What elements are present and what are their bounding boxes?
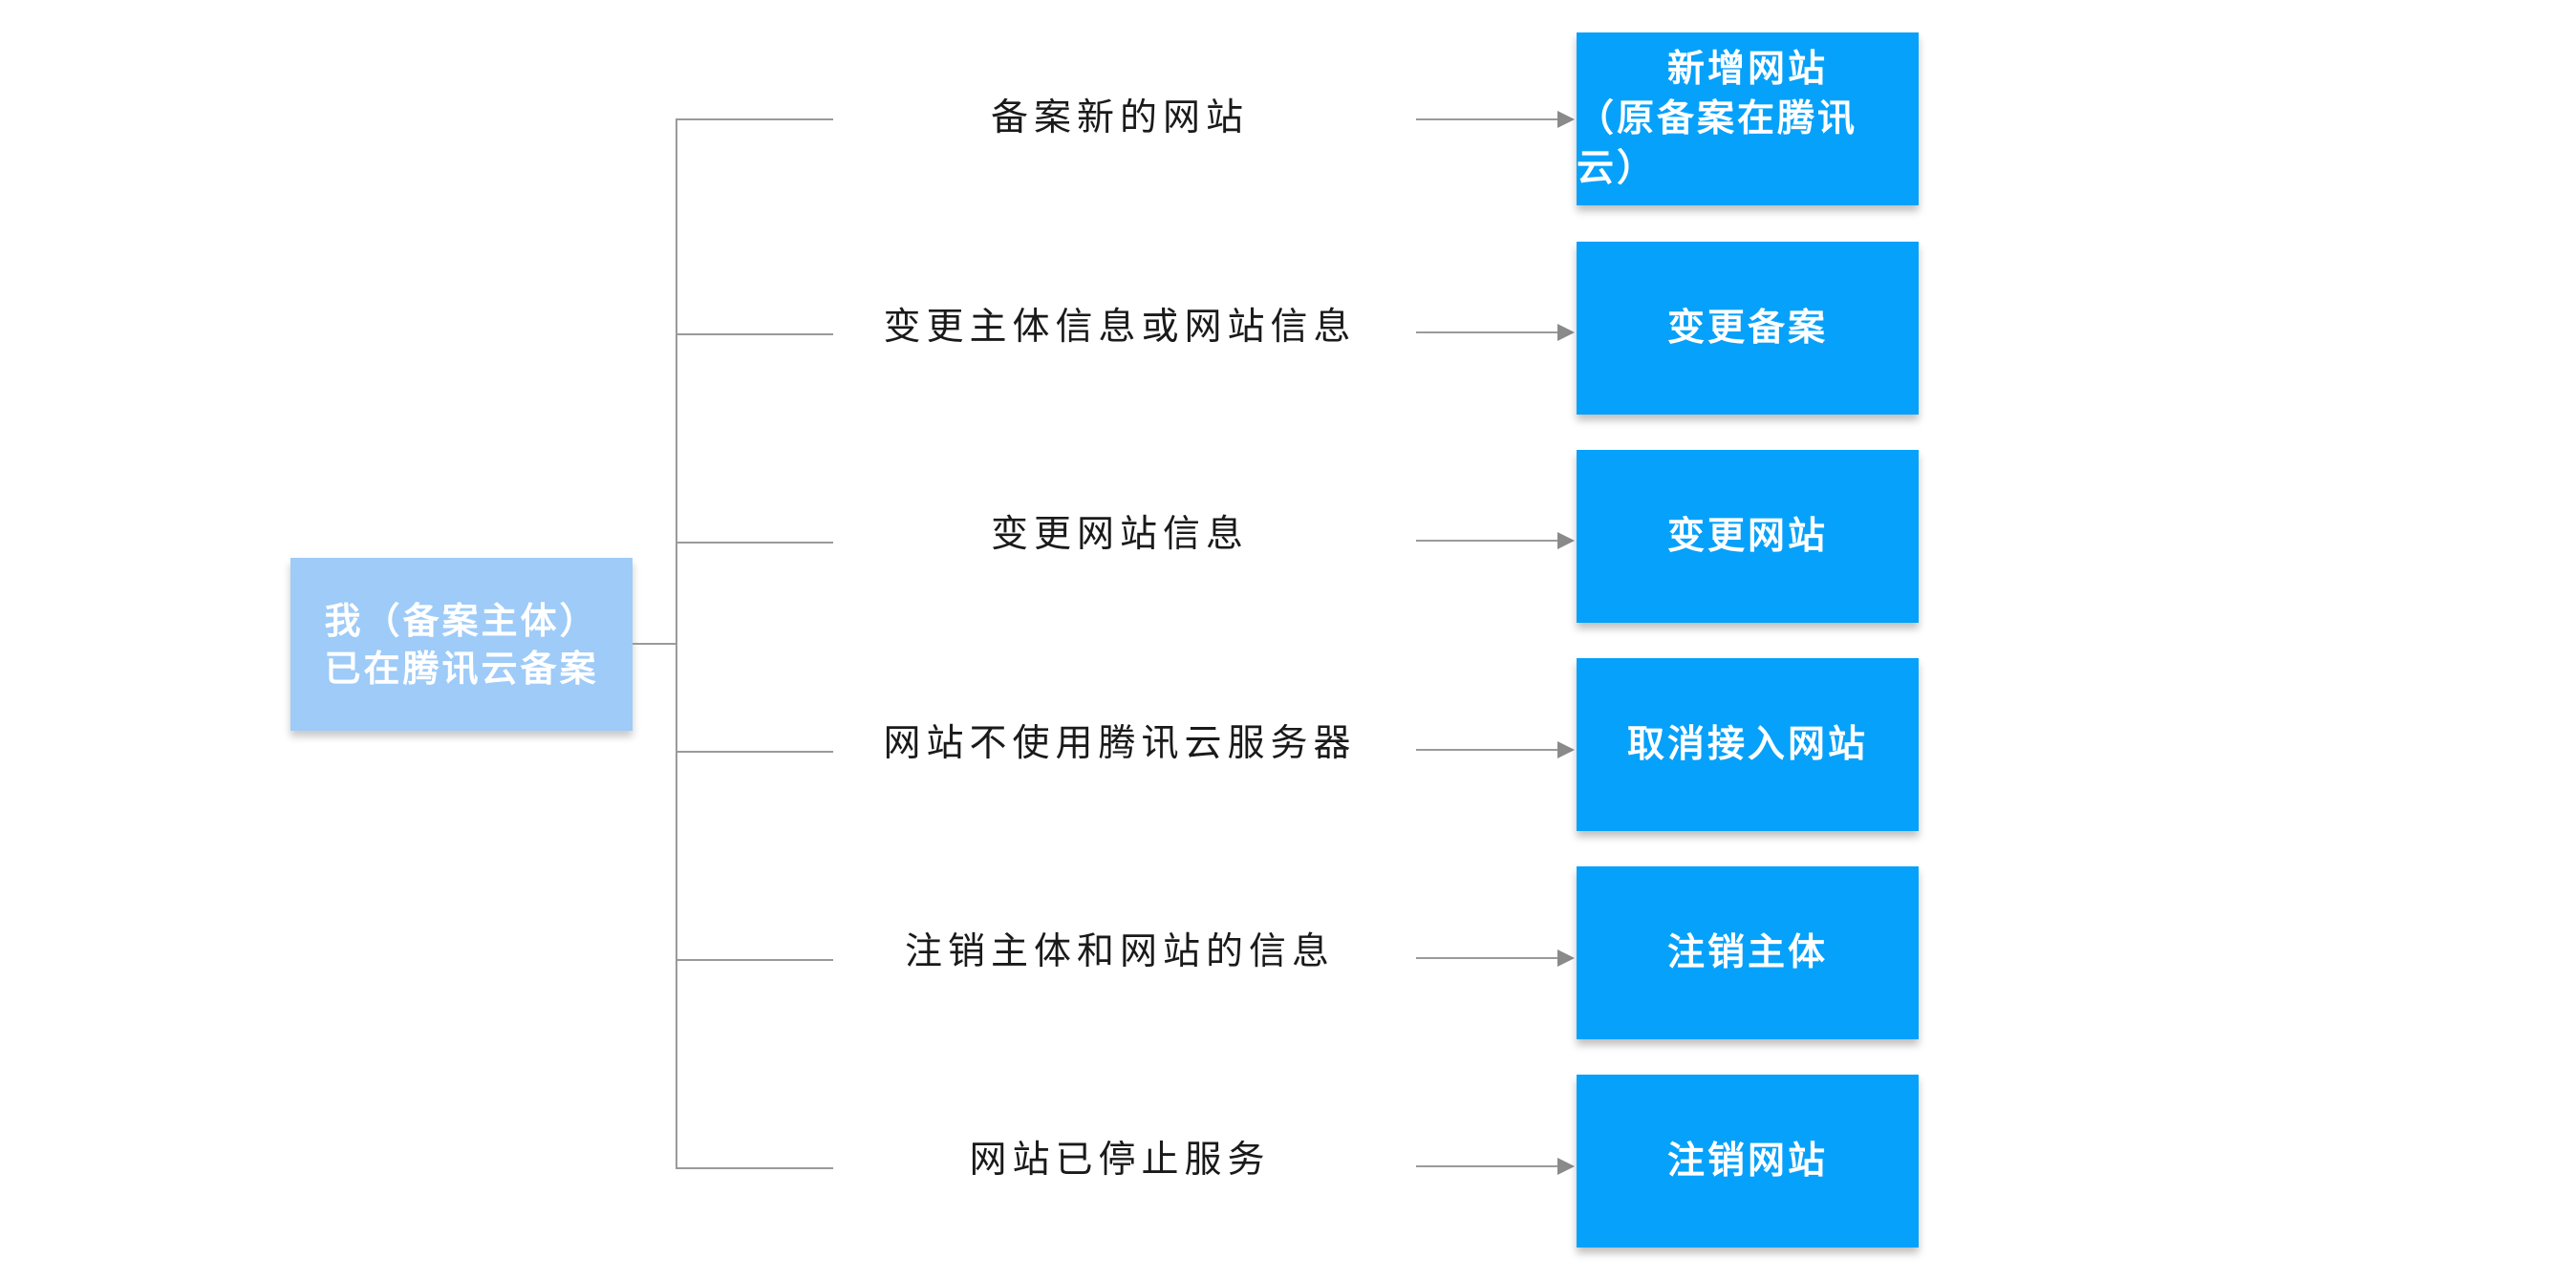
action-label-0-line1: 新增网站 (1666, 47, 1828, 91)
branch-line-4 (676, 959, 833, 961)
action-box-4: 注销主体 (1577, 866, 1919, 1039)
action-label-0-line2: （原备案在腾讯云） (1577, 96, 1858, 190)
arrow-line-0 (1416, 118, 1557, 120)
action-box-5: 注销网站 (1577, 1075, 1919, 1248)
arrow-head-0 (1557, 111, 1575, 128)
action-label-5-line1: 注销网站 (1666, 1139, 1828, 1183)
arrow-line-3 (1416, 749, 1557, 751)
arrow-head-1 (1557, 324, 1575, 341)
action-box-1: 变更备案 (1577, 242, 1919, 415)
action-box-2: 变更网站 (1577, 450, 1919, 623)
condition-label-4: 注销主体和网站的信息 (904, 930, 1335, 973)
condition-label-0: 备案新的网站 (990, 96, 1249, 139)
action-label-1-line1: 变更备案 (1666, 306, 1828, 350)
condition-label-3: 网站不使用腾讯云服务器 (883, 722, 1357, 765)
branch-line-5 (676, 1167, 833, 1169)
action-label-4-line1: 注销主体 (1666, 930, 1828, 974)
arrow-head-3 (1557, 741, 1575, 758)
arrow-head-2 (1557, 532, 1575, 549)
branch-line-3 (676, 751, 833, 753)
root-node-filing-subject: 我（备案主体） 已在腾讯云备案 (290, 558, 633, 731)
arrow-line-5 (1416, 1165, 1557, 1167)
root-connector (633, 643, 676, 645)
arrow-head-5 (1557, 1158, 1575, 1175)
arrow-line-1 (1416, 331, 1557, 333)
root-node-line1: 我（备案主体） (324, 599, 599, 642)
condition-label-1: 变更主体信息或网站信息 (883, 306, 1357, 349)
branch-line-0 (676, 118, 833, 120)
condition-label-5: 网站已停止服务 (969, 1139, 1271, 1182)
arrow-line-4 (1416, 957, 1557, 959)
branch-line-1 (676, 333, 833, 335)
branch-line-2 (676, 542, 833, 544)
branch-spine (676, 118, 677, 1169)
condition-label-2: 变更网站信息 (990, 513, 1249, 556)
action-box-3: 取消接入网站 (1577, 658, 1919, 831)
root-node-line2: 已在腾讯云备案 (324, 647, 599, 690)
action-label-3-line1: 取消接入网站 (1626, 722, 1868, 766)
action-label-2-line1: 变更网站 (1666, 514, 1828, 558)
action-box-0: 新增网站 （原备案在腾讯云） (1577, 32, 1919, 205)
arrow-line-2 (1416, 540, 1557, 542)
arrow-head-4 (1557, 949, 1575, 967)
